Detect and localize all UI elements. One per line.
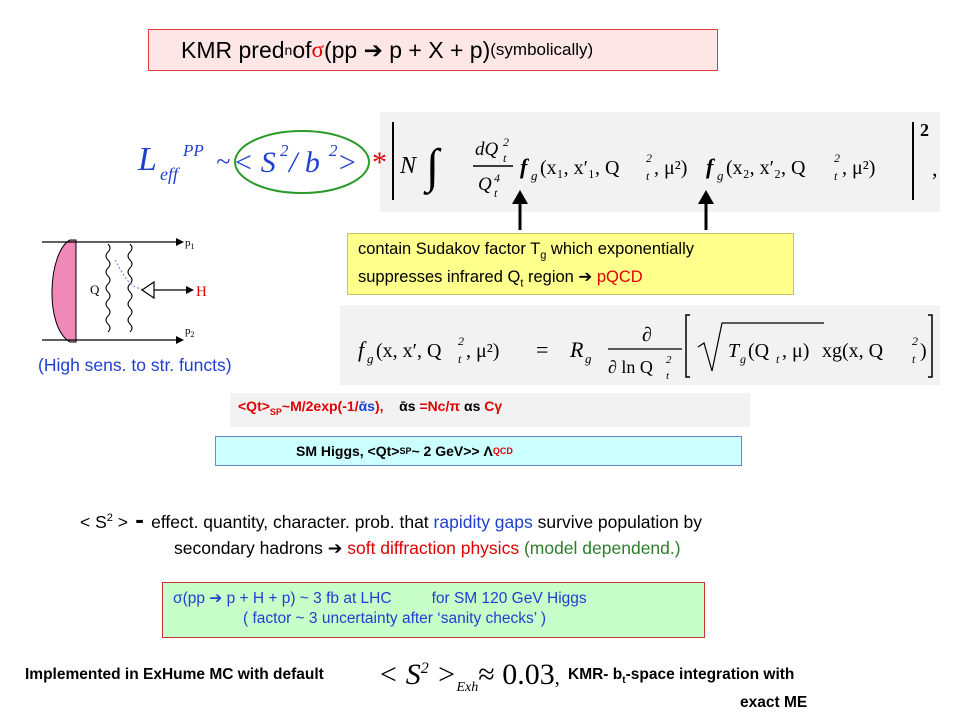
fg2-args: (x₂, x′₂, Q bbox=[726, 157, 806, 179]
lumi-formula: L eff PP ~ < S 2 / b 2 > * N ∫ dQ t 2 Q … bbox=[137, 120, 938, 230]
formula-background bbox=[380, 112, 940, 212]
svg-text:, μ²): , μ²) bbox=[466, 340, 499, 362]
high-sens-note: (High sens. to str. functs) bbox=[38, 355, 232, 375]
fg1-sub: g bbox=[531, 168, 538, 183]
feynman-diagram: p1 p2 Q H bbox=[42, 237, 207, 344]
fg2: f bbox=[706, 154, 716, 179]
fg2-2: 2 bbox=[834, 151, 840, 165]
svg-text:): ) bbox=[920, 340, 927, 362]
arrow-up-icon bbox=[698, 190, 714, 204]
fg-formula: f g (x, x′, Q t 2 , μ²) = R g ∂ ∂ ln Q t… bbox=[358, 314, 933, 382]
svg-text:t: t bbox=[776, 352, 780, 366]
fg2-t: t bbox=[834, 169, 838, 183]
lumi-qt4-4: 4 bbox=[494, 171, 500, 185]
integral-sign: ∫ bbox=[423, 140, 442, 195]
svg-text:xg(x, Q: xg(x, Q bbox=[822, 340, 884, 362]
cross-section-line-2: ( factor ~ 3 uncertainty after ‘sanity c… bbox=[243, 610, 547, 627]
title-sigma: σ bbox=[311, 37, 324, 62]
s2-paragraph: < S2 > - effect. quantity, character. pr… bbox=[80, 505, 702, 561]
lumi-comma: , bbox=[932, 156, 938, 181]
svg-text:, μ): , μ) bbox=[782, 340, 809, 362]
svg-text:(Q: (Q bbox=[748, 340, 770, 362]
lumi-close: > bbox=[337, 146, 357, 179]
qt-line: <Qt>SP~M/2exp(-1/ᾱs), ᾱs =Nc/π αs Cγ bbox=[238, 398, 503, 417]
lumi-qt4-t: t bbox=[494, 186, 498, 200]
fg-formula-background bbox=[340, 305, 940, 385]
lumi-s2: 2 bbox=[280, 141, 289, 160]
abs-power: 2 bbox=[920, 120, 929, 140]
s2-line-1: < S2 > - effect. quantity, character. pr… bbox=[80, 503, 703, 534]
fg2-sub: g bbox=[717, 168, 724, 183]
lumi-dq-2: 2 bbox=[503, 135, 509, 149]
title-suffix: (symbolically) bbox=[490, 40, 594, 59]
s2-exh-value: < S2 >Exh≈ 0.03, bbox=[378, 658, 560, 695]
sudakov-note-box: contain Sudakov factor Tg which exponent… bbox=[347, 233, 794, 295]
lumi-b: / b bbox=[287, 146, 320, 179]
title-process: (pp ➔ p + X + p) bbox=[323, 36, 491, 63]
lumi-eff: eff bbox=[160, 164, 181, 184]
lumi-N: N bbox=[399, 153, 418, 179]
lumi-qt4: Q bbox=[478, 174, 492, 195]
fg1-end: , μ²) bbox=[654, 157, 687, 179]
svg-text:∂ ln Q: ∂ ln Q bbox=[608, 357, 653, 377]
lumi-L: L bbox=[137, 141, 157, 178]
s2-ellipse bbox=[234, 130, 370, 194]
p2-label: p2 bbox=[185, 325, 195, 339]
sudakov-line-2: suppresses infrared Qt region ➔ pQCD bbox=[358, 268, 643, 290]
qt-line-background bbox=[230, 393, 750, 427]
lumi-dq-t: t bbox=[503, 151, 507, 165]
lumi-b2: 2 bbox=[329, 141, 338, 160]
p1-label: p1 bbox=[185, 237, 195, 251]
kmr-bt-note: KMR- bt-space integration with exact ME bbox=[568, 666, 808, 712]
svg-text:2: 2 bbox=[458, 334, 464, 348]
svg-text:=: = bbox=[536, 337, 548, 362]
fg2-end: , μ²) bbox=[842, 157, 875, 179]
lumi-tilde: ~ bbox=[216, 147, 230, 176]
s2-line-2: secondary hadrons ➔ soft diffraction phy… bbox=[174, 537, 681, 558]
higgs-label: H bbox=[196, 284, 207, 300]
svg-text:t: t bbox=[912, 352, 916, 366]
title-mid: of bbox=[292, 36, 312, 63]
svg-text:2: 2 bbox=[912, 334, 918, 348]
lumi-dq: dQ bbox=[475, 139, 499, 160]
lumi-star: * bbox=[372, 146, 387, 179]
svg-text:t: t bbox=[458, 352, 462, 366]
svg-text:(x, x′, Q: (x, x′, Q bbox=[376, 340, 442, 362]
svg-text:f: f bbox=[358, 337, 367, 362]
fg1-t: t bbox=[646, 169, 650, 183]
svg-text:∂: ∂ bbox=[642, 324, 652, 346]
fg1-args: (x₁, x′₁, Q bbox=[540, 157, 620, 179]
svg-text:2: 2 bbox=[666, 354, 672, 366]
svg-text:t: t bbox=[666, 370, 670, 382]
fg1: f bbox=[520, 154, 530, 179]
fg1-2: 2 bbox=[646, 151, 652, 165]
svg-text:g: g bbox=[367, 351, 374, 366]
svg-text:g: g bbox=[740, 352, 746, 366]
lumi-pp: PP bbox=[182, 141, 204, 160]
title-prefix: KMR pred bbox=[181, 36, 285, 63]
svg-text:R: R bbox=[569, 337, 584, 362]
svg-text:T: T bbox=[728, 340, 741, 362]
arrow-up-icon bbox=[512, 190, 528, 204]
q-label: Q bbox=[90, 282, 100, 297]
sudakov-line-1: contain Sudakov factor Tg which exponent… bbox=[358, 240, 695, 262]
implemented-text: Implemented in ExHume MC with default bbox=[25, 666, 324, 683]
title-sup: n bbox=[284, 42, 293, 58]
svg-text:g: g bbox=[585, 351, 592, 366]
